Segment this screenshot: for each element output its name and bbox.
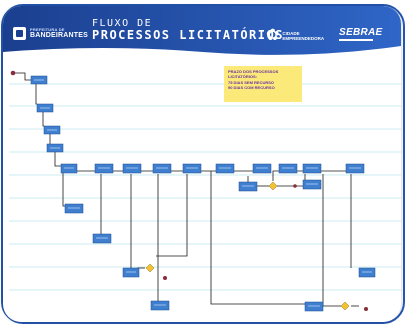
flowchart-card: PREFEITURA DE BANDEIRANTES FLUXO DE PROC… <box>3 6 401 322</box>
title-line-2: PROCESSOS LICITATÓRIOS <box>92 28 284 42</box>
process-step <box>182 163 202 174</box>
decisions <box>145 181 350 311</box>
org-name-text: BANDEIRANTES <box>30 32 89 39</box>
gear-icon: ✿ <box>266 27 280 44</box>
start-marker <box>10 70 16 76</box>
title-line-1: FLUXO DE <box>92 18 153 29</box>
cidade-badge-text: CIDADE EMPREENDEDORA <box>282 31 324 41</box>
process-step <box>92 233 112 244</box>
lane-lines <box>9 83 401 291</box>
badge-line-1: CIDADE <box>282 31 300 36</box>
connector <box>42 110 44 127</box>
deadline-note: PRAZO DOS PROCESSOS LICITATÓRIOS: 75 DIA… <box>224 66 302 102</box>
shield-icon <box>13 27 26 40</box>
header-background <box>3 6 401 55</box>
connector <box>322 174 341 307</box>
process-step <box>238 181 258 192</box>
connector <box>54 151 61 167</box>
deadline-note-line-1: 75 DIAS SEM RECURSO <box>228 80 275 86</box>
connector <box>156 174 188 257</box>
process-flowchart <box>9 70 401 312</box>
org-name: PREFEITURA DE BANDEIRANTES <box>30 27 89 40</box>
process-step <box>304 301 324 312</box>
process-step <box>150 300 170 311</box>
decision-node <box>268 181 278 191</box>
connector <box>210 171 313 305</box>
org-prefix: PREFEITURA DE <box>30 27 65 32</box>
process-step <box>64 203 84 214</box>
cidade-badge: ✿ CIDADE EMPREENDEDORA <box>266 28 324 44</box>
connector <box>62 171 65 207</box>
process-step <box>252 163 272 174</box>
process-step <box>60 163 78 174</box>
deadline-note-title: PRAZO DOS PROCESSOS LICITATÓRIOS: <box>228 69 279 79</box>
process-step <box>302 179 322 190</box>
sebrae-logo: SEBRAE <box>339 27 383 41</box>
process-step <box>302 163 322 174</box>
outer-ring <box>1 4 405 324</box>
process-step <box>152 163 172 174</box>
process-step <box>345 163 365 174</box>
process-step <box>122 267 140 278</box>
page-title: FLUXO DE PROCESSOS LICITATÓRIOS <box>92 18 284 42</box>
connectors <box>13 72 359 307</box>
decision-node <box>145 263 155 273</box>
connector <box>35 84 37 105</box>
end-marker <box>293 184 297 188</box>
badge-line-2: EMPREENDEDORA <box>282 36 325 41</box>
process-step <box>122 163 142 174</box>
end-marker <box>364 307 368 311</box>
connector <box>13 72 31 81</box>
process-step <box>94 163 114 174</box>
process-step <box>215 163 235 174</box>
deadline-note-line-2: 90 DIAS COM RECURSO <box>228 84 275 90</box>
process-step <box>358 267 376 278</box>
end-marker <box>163 276 167 280</box>
org-logo: PREFEITURA DE BANDEIRANTES <box>13 27 88 40</box>
box-text-marks <box>34 79 372 307</box>
decision-node <box>340 301 350 311</box>
header-banner: PREFEITURA DE BANDEIRANTES FLUXO DE PROC… <box>3 6 401 58</box>
process-step <box>278 163 298 174</box>
